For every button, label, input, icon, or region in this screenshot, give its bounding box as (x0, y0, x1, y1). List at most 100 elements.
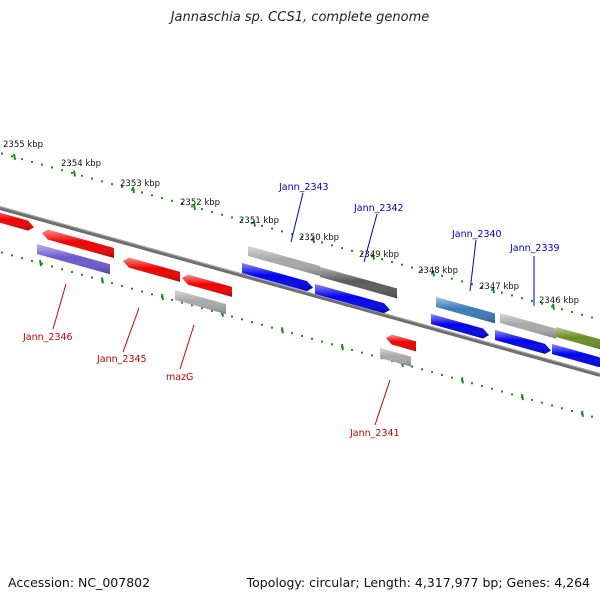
tick-dot (201, 208, 203, 211)
major-tick (581, 410, 584, 417)
tick-dot (141, 191, 143, 194)
gene-arrow-jann-2340 (436, 297, 495, 324)
leader-line-reverse (179, 324, 195, 370)
tick-dot (291, 233, 293, 236)
gene-arrow-mazg-shading (175, 290, 226, 315)
tick-dot (531, 299, 533, 302)
tick-dot (291, 332, 293, 335)
kbp-label: 2349 kbp (359, 250, 399, 260)
tick-dot (591, 316, 593, 319)
tick-dot (21, 158, 23, 161)
major-tick (341, 343, 344, 351)
gene-arrow-jann-2345 (123, 257, 180, 282)
major-tick (281, 327, 284, 334)
gene-arrow-blue-1-shading (242, 263, 313, 292)
tick-dot (91, 276, 93, 279)
tick-dot (191, 304, 193, 307)
accession-text: Accession: NC_007802 (8, 575, 151, 590)
gene-arrow-olive (556, 327, 600, 350)
tick-dot (451, 277, 453, 280)
kbp-label: 2352 kbp (180, 198, 220, 208)
gene-arrow-mazg (175, 290, 226, 315)
tick-dot (251, 321, 253, 324)
gene-arrow-jann-2341-shading (380, 348, 411, 367)
tick-dot (261, 224, 263, 227)
tick-dot (471, 283, 473, 286)
tick-dot (211, 210, 213, 213)
major-tick (492, 286, 495, 294)
gene-arrow-blue-4-shading (495, 330, 551, 354)
kbp-label: 2351 kbp (239, 216, 279, 226)
major-tick (73, 170, 76, 177)
major-tick (39, 259, 42, 267)
tick-dot (471, 382, 473, 385)
kbp-label: 2353 kbp (120, 179, 160, 189)
gene-arrow-jann-2342 (320, 267, 397, 299)
tick-dot (81, 174, 83, 177)
tick-dot (41, 262, 43, 265)
tick-dot (381, 258, 383, 261)
gene-arrow-jann-2341 (380, 348, 411, 367)
leader-line-forward (290, 192, 304, 243)
tick-dot (441, 274, 443, 277)
tick-dot (551, 404, 553, 407)
tick-dot (51, 265, 53, 268)
tick-dot (311, 337, 313, 340)
tick-dot (211, 309, 213, 312)
gene-arrow-blue-3 (431, 314, 489, 339)
tick-dot (541, 401, 543, 404)
kbp-label: 2347 kbp (479, 282, 519, 292)
gene-arrow-jann-2346-shading (37, 244, 110, 275)
leader-line-reverse (52, 283, 67, 330)
gene-arrow-blue-5-shading (552, 344, 600, 368)
tick-dot (201, 307, 203, 310)
major-tick (253, 220, 256, 227)
major-tick (101, 277, 104, 284)
tick-dot (491, 387, 493, 390)
tick-dot (71, 271, 73, 274)
gene-arrow-jann-2345-shading (123, 257, 180, 282)
tick-dot (391, 260, 393, 263)
tick-dot (441, 373, 443, 376)
gene-label-reverse: Jann_2341 (349, 428, 400, 439)
tick-dot (91, 177, 93, 180)
gene-arrow-jann-2342-shading (320, 267, 397, 299)
major-tick (193, 203, 196, 211)
tick-dot (321, 241, 323, 244)
tick-dot (461, 280, 463, 283)
tick-dot (151, 293, 153, 296)
tick-dot (191, 205, 193, 208)
gene-arrow-jann-2346-red (42, 229, 114, 259)
tick-dot (231, 216, 233, 219)
tick-dot (271, 227, 273, 230)
gene-label-forward: Jann_2343 (278, 182, 329, 193)
genome-backbone-highlight (0, 206, 600, 374)
tick-dot (401, 263, 403, 266)
tick-dot (71, 172, 73, 175)
tick-dot (301, 235, 303, 238)
tick-dot (301, 334, 303, 337)
tick-dot (521, 297, 523, 300)
major-tick (161, 293, 164, 301)
tick-dot (551, 305, 553, 308)
tick-dot (221, 213, 223, 216)
tick-dot (361, 351, 363, 354)
tick-dot (431, 371, 433, 374)
tick-dot (571, 311, 573, 314)
kbp-label: 2348 kbp (418, 266, 458, 276)
tick-dot (181, 202, 183, 205)
tick-dot (11, 254, 13, 257)
gene-arrow-olive-shading (556, 327, 600, 350)
tick-dot (21, 257, 23, 260)
leader-line-forward (469, 239, 477, 292)
tick-dot (171, 298, 173, 301)
gene-arrow-jann-2346 (37, 244, 110, 275)
tick-dot (61, 169, 63, 172)
tick-dot (351, 348, 353, 351)
tick-dot (451, 376, 453, 379)
kbp-label: 2354 kbp (61, 159, 101, 169)
tick-dot (531, 398, 533, 401)
tick-dot (241, 219, 243, 222)
tick-dot (31, 160, 33, 163)
